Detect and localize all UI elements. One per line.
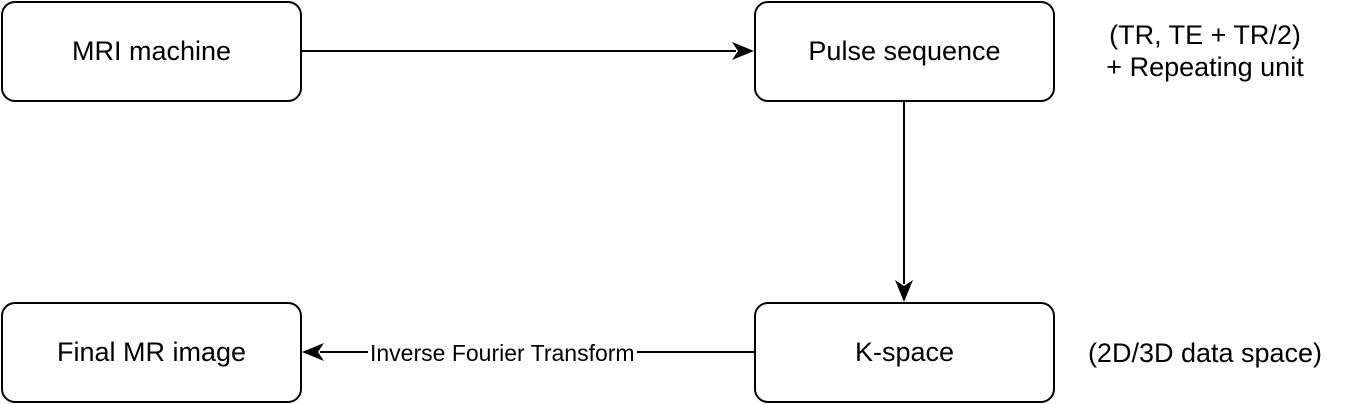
node-k-space: K-space <box>754 302 1055 403</box>
node-pulse-sequence-label: Pulse sequence <box>808 36 1001 66</box>
note-k-space: (2D/3D data space) <box>1060 337 1350 369</box>
note-pulse-line2: + Repeating unit <box>1106 52 1304 82</box>
node-mri-machine: MRI machine <box>1 1 302 102</box>
node-final-mr-image: Final MR image <box>1 302 302 403</box>
node-final-mr-image-label: Final MR image <box>56 337 247 367</box>
node-k-space-label: K-space <box>854 337 955 367</box>
note-k-space-text: (2D/3D data space) <box>1087 338 1323 368</box>
edge-label-inverse-fourier: Inverse Fourier Transform <box>368 339 637 367</box>
node-pulse-sequence: Pulse sequence <box>754 1 1055 102</box>
edge-pulse-to-kspace <box>895 102 913 302</box>
note-pulse-sequence: (TR, TE + TR/2) + Repeating unit <box>1080 19 1330 83</box>
note-pulse-line1: (TR, TE + TR/2) <box>1109 20 1301 50</box>
node-mri-machine-label: MRI machine <box>71 36 232 66</box>
edge-mri-to-pulse <box>302 42 754 60</box>
